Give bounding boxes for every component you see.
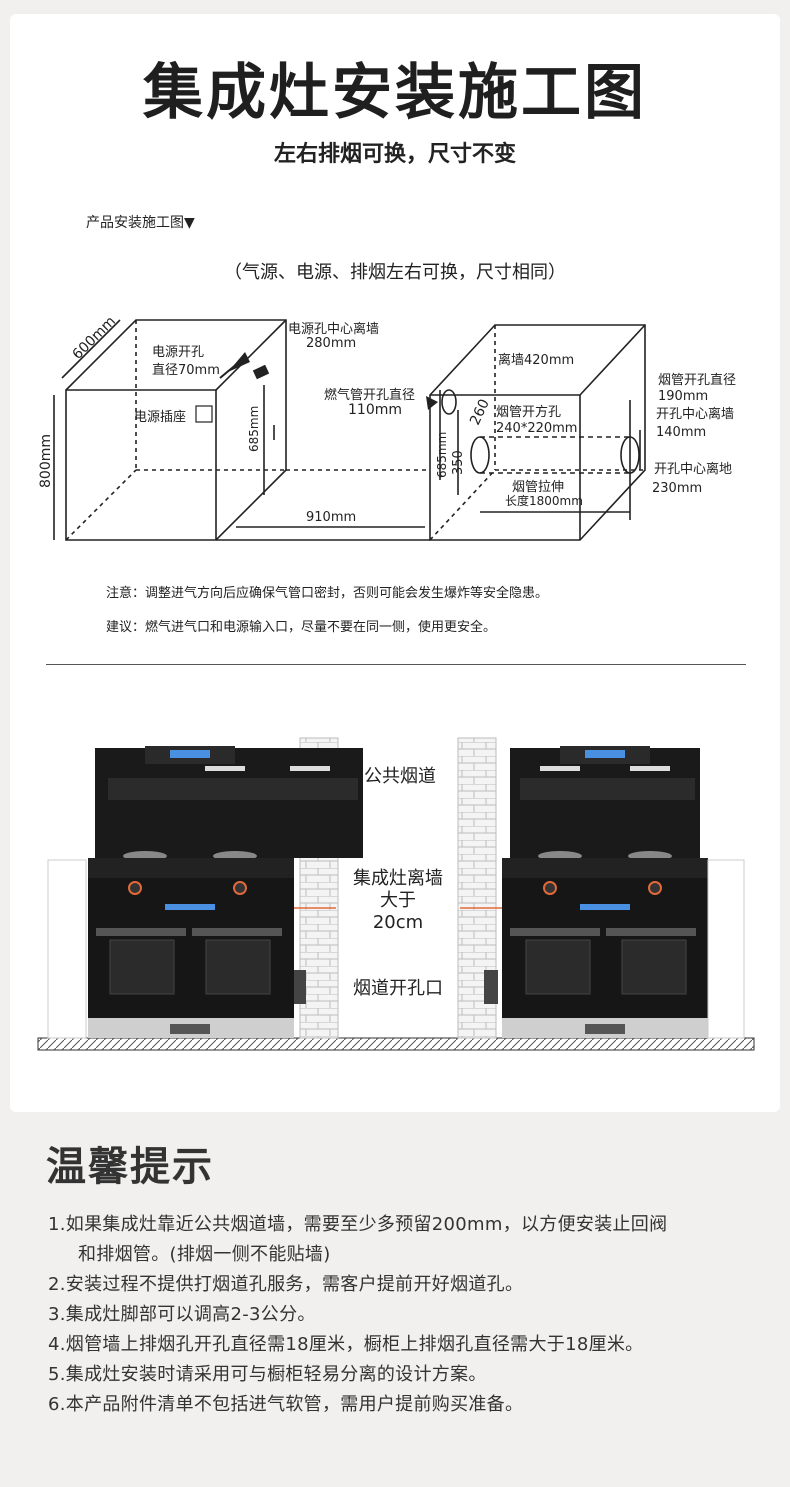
tip-item: 4.烟管墙上排烟孔开孔直径需18厘米，橱柜上排烟孔直径需大于18厘米。: [48, 1334, 644, 1355]
hole-wall-label-1: 开孔中心离墙: [656, 406, 734, 422]
distance-label-2: 大于: [380, 890, 416, 911]
flue-dia-label-1: 烟管开孔直径: [658, 373, 736, 388]
page-subtitle: 左右排烟可换，尺寸不变: [273, 142, 516, 167]
flue-opening-right: [484, 970, 498, 1004]
gas-hole-label-1: 燃气管开孔直径: [324, 387, 415, 403]
swap-note: （气源、电源、排烟左右可换，尺寸相同）: [224, 262, 566, 283]
power-center-label-1: 电源孔中心离墙: [288, 321, 379, 337]
hole-wall-label-2: 140mm: [656, 425, 706, 440]
distance-label-3: 20cm: [373, 912, 423, 933]
flue-dia-label-2: 190mm: [658, 389, 708, 404]
power-hole-label-1: 电源开孔: [152, 345, 204, 360]
socket-icon: [195, 405, 213, 423]
tip-item: 2.安装过程不提供打烟道孔服务，需客户提前开好烟道孔。: [48, 1274, 524, 1295]
tip-item: 3.集成灶脚部可以调高2-3公分。: [48, 1304, 316, 1325]
dim-260: 260: [467, 397, 493, 428]
stove-left: [88, 746, 363, 1038]
flue-stretch-label-2: 长度1800mm: [505, 493, 583, 508]
dim-800: 800mm: [38, 434, 54, 488]
dim-350: 350: [451, 450, 466, 475]
installation-diagram: 600mm 800mm 电源开孔 直径70mm 电源插座 685mm 电源孔中心…: [38, 313, 736, 541]
stove-right: [502, 746, 708, 1038]
caution-note: 注意：调整进气方向后应确保气管口密封，否则可能会发生爆炸等安全隐患。: [106, 586, 549, 601]
hole-floor-label-2: 230mm: [652, 481, 702, 496]
dim-685-right: 685mm: [435, 432, 449, 478]
dim-600: 600mm: [70, 313, 119, 362]
flue-stretch-label-1: 烟管拉伸: [512, 480, 564, 495]
flue-square-label-2: 240*220mm: [496, 421, 577, 436]
gas-hole: [441, 389, 457, 415]
distance-label-1: 集成灶离墙: [353, 868, 443, 889]
hole-floor-label-1: 开孔中心离地: [654, 461, 732, 477]
wall-420-label: 离墙420mm: [498, 352, 574, 368]
page-title: 集成灶安装施工图: [143, 58, 647, 128]
tip-item: 和排烟管。(排烟一侧不能贴墙): [78, 1244, 331, 1265]
socket-label: 电源插座: [134, 410, 186, 425]
gas-hole-label-2: 110mm: [348, 402, 402, 418]
power-center-label-2: 280mm: [306, 336, 356, 351]
flue-opening-label: 烟道开孔口: [353, 978, 443, 999]
public-flue-label: 公共烟道: [364, 766, 436, 787]
arrow-icon: [426, 396, 438, 410]
tip-item: 5.集成灶安装时请采用可与橱柜轻易分离的设计方案。: [48, 1364, 487, 1385]
dim-910: 910mm: [306, 510, 356, 525]
tip-item: 1.如果集成灶靠近公共烟道墙，需要至少多预留200mm，以方便安装止回阀: [48, 1214, 668, 1235]
section-divider: [46, 664, 746, 665]
floor: [37, 1037, 755, 1051]
flue-square-label-1: 烟管开方孔: [496, 404, 561, 420]
power-hole-label-2: 直径70mm: [152, 363, 220, 378]
tip-item: 6.本产品附件清单不包括进气软管，需用户提前购买准备。: [48, 1394, 524, 1415]
installation-illustration: 公共烟道 集成灶离墙 大于 20cm 烟道开孔口: [37, 737, 755, 1051]
advice-note: 建议：燃气进气口和电源输入口，尽量不要在同一侧，使用更安全。: [106, 620, 497, 635]
flue-pipe-left-end: [470, 436, 490, 474]
section-label: 产品安装施工图▼: [86, 215, 195, 231]
dim-685-left: 685mm: [247, 406, 261, 452]
tips-title: 温馨提示: [46, 1144, 214, 1190]
flue-opening-left: [292, 970, 306, 1004]
